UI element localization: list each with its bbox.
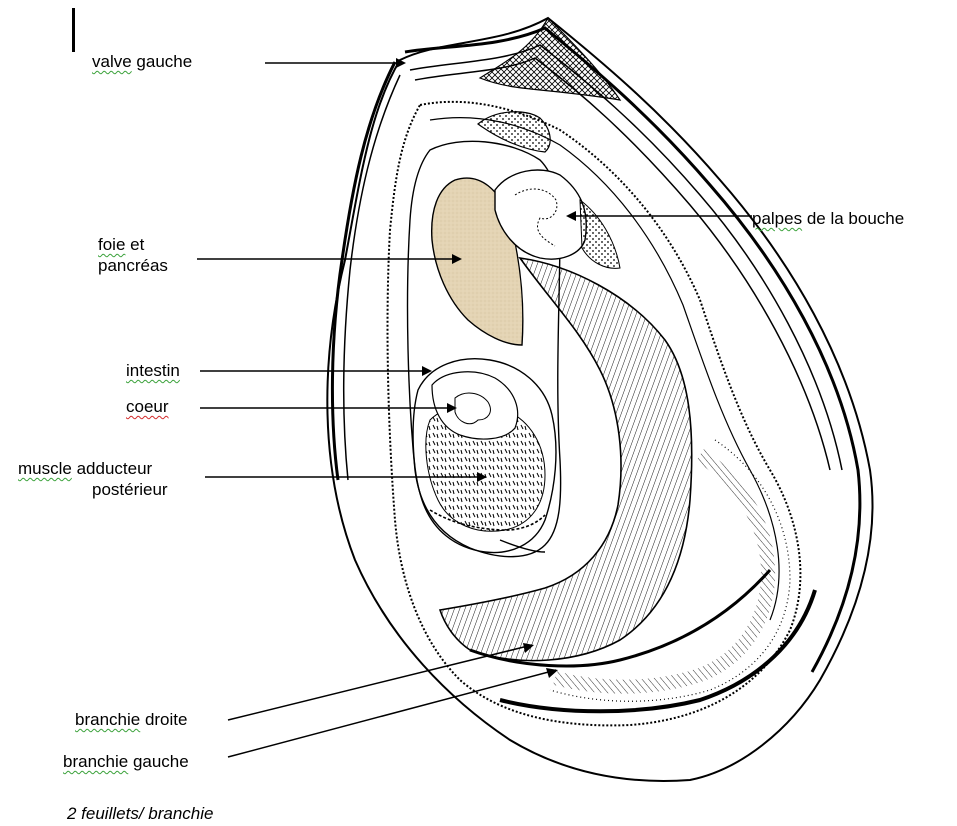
label-foie-word2: et	[125, 235, 144, 254]
label-muscle-word1: muscle	[18, 459, 72, 478]
label-branchie-droite-word2: droite	[140, 710, 187, 729]
label-palpes-de-la-bouche: palpes de la bouche	[752, 208, 904, 229]
label-intestin-word: intestin	[126, 361, 180, 380]
label-branchie-gauche-word1: branchie	[63, 752, 128, 771]
label-branchie-droite-word1: branchie	[75, 710, 140, 729]
label-branchie-gauche: branchie gauche	[63, 751, 189, 772]
dotted-mantle-top	[478, 112, 550, 152]
label-foie-line1: foie et	[98, 234, 168, 255]
label-valve-gauche: valve gauche	[92, 51, 192, 72]
shell-layer-2	[332, 62, 395, 480]
caption-feuillets: 2 feuillets/ branchie	[67, 804, 213, 824]
label-muscle-adducteur-posterieur: muscle adducteur postérieur	[18, 458, 168, 500]
label-intestin: intestin	[126, 360, 180, 381]
label-coeur: coeur	[126, 396, 169, 417]
shell-layer-5	[344, 75, 400, 480]
label-valve-gauche-word2: gauche	[132, 52, 193, 71]
leader-branchie-droite	[228, 645, 532, 720]
label-palpes-word1: palpes	[752, 209, 802, 228]
leader-branchie-gauche	[228, 670, 556, 757]
label-valve-gauche-word1: valve	[92, 52, 132, 71]
label-branchie-droite: branchie droite	[75, 709, 187, 730]
label-foie-word1: foie	[98, 235, 125, 254]
label-muscle-line2: postérieur	[18, 479, 168, 500]
label-coeur-word: coeur	[126, 397, 169, 416]
label-palpes-word2: de la bouche	[802, 209, 904, 228]
label-muscle-word2: adducteur	[72, 459, 152, 478]
arrowheads	[396, 58, 576, 678]
label-foie-et-pancreas: foie et pancréas	[98, 234, 168, 276]
label-branchie-gauche-word2: gauche	[128, 752, 189, 771]
label-muscle-line1: muscle adducteur	[18, 458, 168, 479]
label-foie-line2: pancréas	[98, 255, 168, 276]
palps-dotted	[580, 200, 620, 268]
